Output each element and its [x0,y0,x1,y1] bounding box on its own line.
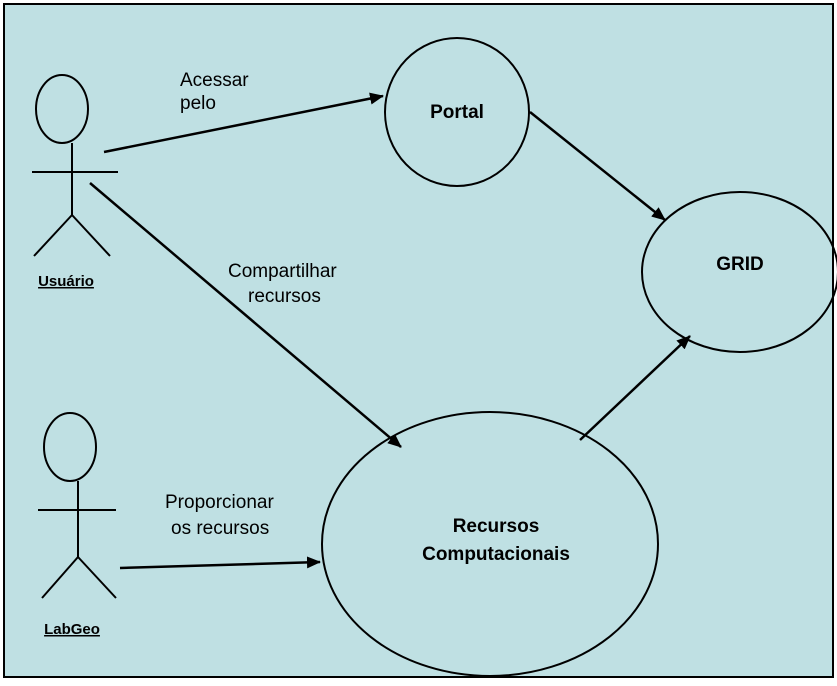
actor-labgeo-label: LabGeo [44,621,100,638]
edge-labgeo-recursos [119,556,321,570]
use-case-grid[interactable]: GRID [641,191,837,353]
use-case-portal[interactable]: Portal [384,37,530,187]
actor-usuario[interactable]: Usuário [32,74,118,290]
use-case-recursos-label-line2: Computacionais [422,544,570,565]
diagram-background [3,3,834,678]
edge-label-compartilhar-line2: recursos [248,286,321,307]
use-case-recursos-shape [321,411,659,677]
use-case-grid-label: GRID [716,254,764,275]
edge-label-proporcionar-line2: os recursos [171,518,269,539]
edge-recursos-grid [579,335,691,441]
stick-figure-icon [38,412,117,599]
use-case-recursos-computacionais[interactable]: Recursos Computacionais [321,411,659,677]
edge-label-acessar-line1: Acessar [180,70,249,91]
actor-labgeo[interactable]: LabGeo [38,412,117,638]
use-case-portal-shape [384,37,530,187]
use-case-grid-shape [641,191,837,353]
edge-label-proporcionar-line1: Proporcionar [165,492,274,513]
use-case-recursos-label-line1: Recursos [453,516,540,537]
edge-usuario-recursos [89,182,402,448]
edge-label-acessar-line2: pelo [180,93,216,114]
edge-portal-grid [529,111,666,221]
actor-usuario-label: Usuário [38,273,94,290]
edge-usuario-portal [103,92,384,154]
use-case-portal-label: Portal [430,102,484,123]
stick-figure-icon [32,74,118,257]
edge-label-compartilhar-line1: Compartilhar [228,261,337,282]
